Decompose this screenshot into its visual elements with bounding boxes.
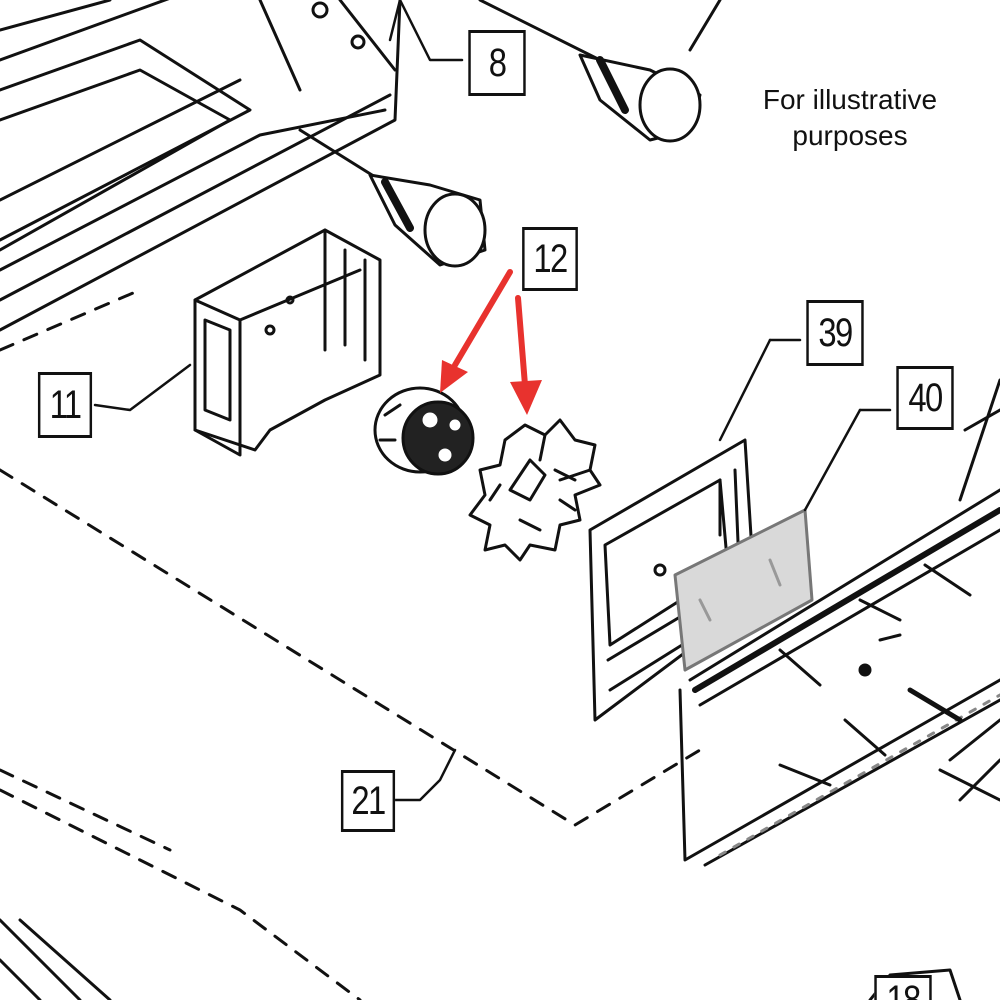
oven-body [0,0,402,332]
part-40-glass-panel [673,508,814,672]
callout-40: 40 [896,366,954,430]
callout-11: 11 [37,372,93,438]
callout-8: 8 [468,30,526,96]
callout-12: 12 [522,227,578,291]
part-12-fan-blade [468,418,602,562]
part-11-bracket [193,228,382,457]
illustrative-note-line2: purposes [792,120,908,151]
illustrative-note-line1: For illustrative [762,84,938,115]
callout-21: 21 [340,770,396,832]
door-rail-assembly [678,378,1000,867]
control-knob-upper [478,0,722,143]
leader-lines [93,0,892,802]
callout-39: 39 [806,300,864,366]
illustrative-note: For illustrative purposes [730,82,970,154]
base-plate [0,918,962,1000]
oven-cavity-outline [0,288,702,1000]
part-12-fan-motor [373,386,475,476]
control-knob-middle [298,128,487,268]
part-12-arrows [440,269,542,415]
callout-18: 18 [874,975,932,1000]
